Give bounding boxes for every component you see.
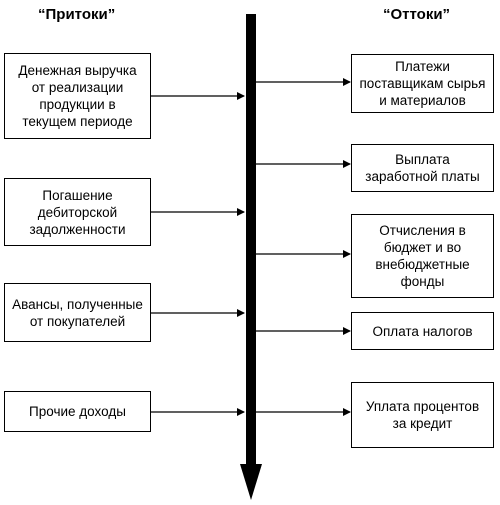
axis-arrowhead [240, 464, 262, 500]
outflow-label: Выплата заработной платы [365, 152, 480, 184]
outflow-label: Оплата налогов [372, 323, 473, 339]
outflow-box-loan-interest: Уплата процентов за кредит [351, 382, 494, 448]
inflow-label: Погашение дебиторской задолженности [29, 187, 126, 237]
inflow-box-sales-revenue: Денежная выручка от реализации продукции… [4, 53, 151, 139]
outflow-box-budget-contributions: Отчисления в бюджет и во внебюджетные фо… [351, 214, 494, 298]
cash-flow-axis [246, 14, 256, 466]
inflow-label: Авансы, полученные от покупателей [12, 296, 143, 329]
inflow-box-receivables: Погашение дебиторской задолженности [4, 178, 151, 246]
inflow-box-advances: Авансы, полученные от покупателей [4, 283, 151, 342]
outflow-box-wages: Выплата заработной платы [351, 144, 494, 192]
outflow-box-taxes: Оплата налогов [351, 312, 494, 350]
inflows-heading: “Притоки” [38, 6, 116, 23]
inflow-box-other-income: Прочие доходы [4, 391, 151, 432]
outflow-label: Уплата процентов за кредит [365, 399, 480, 431]
outflow-label: Платежи поставщикам сырья и материалов [359, 59, 486, 108]
outflow-box-suppliers: Платежи поставщикам сырья и материалов [351, 54, 494, 113]
inflow-label: Прочие доходы [29, 404, 126, 419]
inflow-label: Денежная выручка от реализации продукции… [18, 63, 137, 129]
outflow-label: Отчисления в бюджет и во внебюджетные фо… [375, 223, 470, 289]
outflows-heading: “Оттоки” [383, 6, 451, 23]
